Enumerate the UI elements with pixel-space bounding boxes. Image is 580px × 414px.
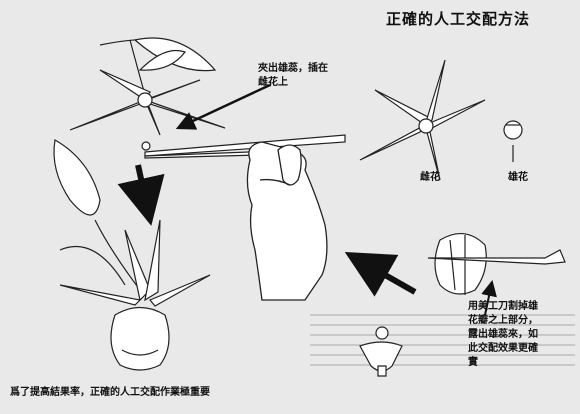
arrow-to-hand: [344, 252, 417, 297]
female-flower: [359, 59, 486, 181]
label-female-flower: 雌花: [420, 172, 440, 183]
tweezers-icon: [141, 134, 346, 159]
cut-flower-cross-section: [359, 326, 403, 377]
background-texture: [310, 314, 575, 366]
hand-icon: [246, 141, 328, 301]
female-flower-top-left: [69, 37, 226, 136]
label-male-flower: 雄花: [508, 172, 528, 183]
arrow-to-stigma: [175, 83, 271, 130]
male-flower: [503, 120, 523, 162]
page-title: 正確的人工交配方法: [386, 10, 531, 28]
plant-with-fruit: [53, 139, 211, 371]
arrow-down: [117, 164, 165, 226]
bud-cut-with-knife: [427, 233, 566, 295]
arrow-to-bud: [481, 280, 497, 316]
annotation-cut-petals: 用美工刀割掉雄 花瓣之上部分， 露出雄蕊來，如 此交配效果更確 實: [468, 301, 538, 368]
caption: 爲了提高結果率，正確的人工交配作業極重要: [10, 387, 210, 398]
annotation-pick-stamen: 夾出雄蕊，插在 雌花上: [258, 63, 328, 88]
